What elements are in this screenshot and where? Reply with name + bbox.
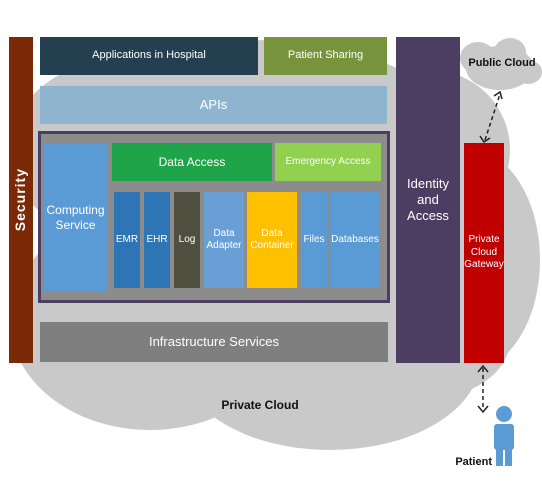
security-label: Security: [12, 168, 29, 232]
log-box: Log: [174, 192, 200, 288]
data-container-label: Data Container: [250, 227, 294, 252]
data-adapter-box: Data Adapter: [204, 192, 244, 288]
files-label: Files: [303, 233, 325, 245]
ehr-box: EHR: [144, 192, 170, 288]
computing-service-label: Computing Service: [46, 203, 105, 232]
log-label: Log: [178, 233, 196, 245]
data-container-box: Data Container: [247, 192, 297, 288]
apis-bar: APIs: [40, 86, 387, 124]
identity-label: Identity and Access: [407, 175, 449, 224]
ehr-label: EHR: [146, 233, 168, 245]
data-adapter-label: Data Adapter: [206, 227, 242, 252]
patient-link-arrow: [477, 364, 489, 414]
applications-label: Applications in Hospital: [92, 49, 206, 62]
databases-box: Databases: [330, 192, 380, 288]
gateway-label: Private Cloud Gateway: [464, 234, 504, 271]
public-cloud-label: Public Cloud: [468, 57, 536, 69]
emergency-access-box: Emergency Access: [275, 143, 381, 181]
emergency-access-label: Emergency Access: [285, 155, 371, 167]
public-cloud-link-arrow: [479, 90, 503, 144]
private-cloud-label: Private Cloud: [221, 398, 299, 412]
patient-sharing-label: Patient Sharing: [287, 49, 364, 62]
patient-label: Patient: [455, 456, 492, 468]
data-access-label: Data Access: [158, 154, 226, 169]
emr-box: EMR: [114, 192, 140, 288]
identity-and-access-box: Identity and Access: [396, 37, 460, 363]
private-cloud-gateway-box: Private Cloud Gateway: [464, 143, 504, 363]
files-box: Files: [301, 192, 327, 288]
applications-in-hospital-box: Applications in Hospital: [40, 37, 258, 75]
security-bar: Security: [9, 37, 33, 363]
computing-service-box: Computing Service: [44, 144, 107, 292]
infrastructure-services-bar: Infrastructure Services: [40, 322, 388, 362]
data-access-box: Data Access: [112, 143, 272, 181]
databases-label: Databases: [331, 233, 379, 245]
emr-label: EMR: [115, 233, 139, 245]
infrastructure-label: Infrastructure Services: [148, 333, 280, 349]
apis-label: APIs: [199, 96, 228, 112]
patient-sharing-box: Patient Sharing: [264, 37, 387, 75]
patient-icon: [494, 406, 514, 466]
public-cloud-shape: [460, 38, 542, 90]
